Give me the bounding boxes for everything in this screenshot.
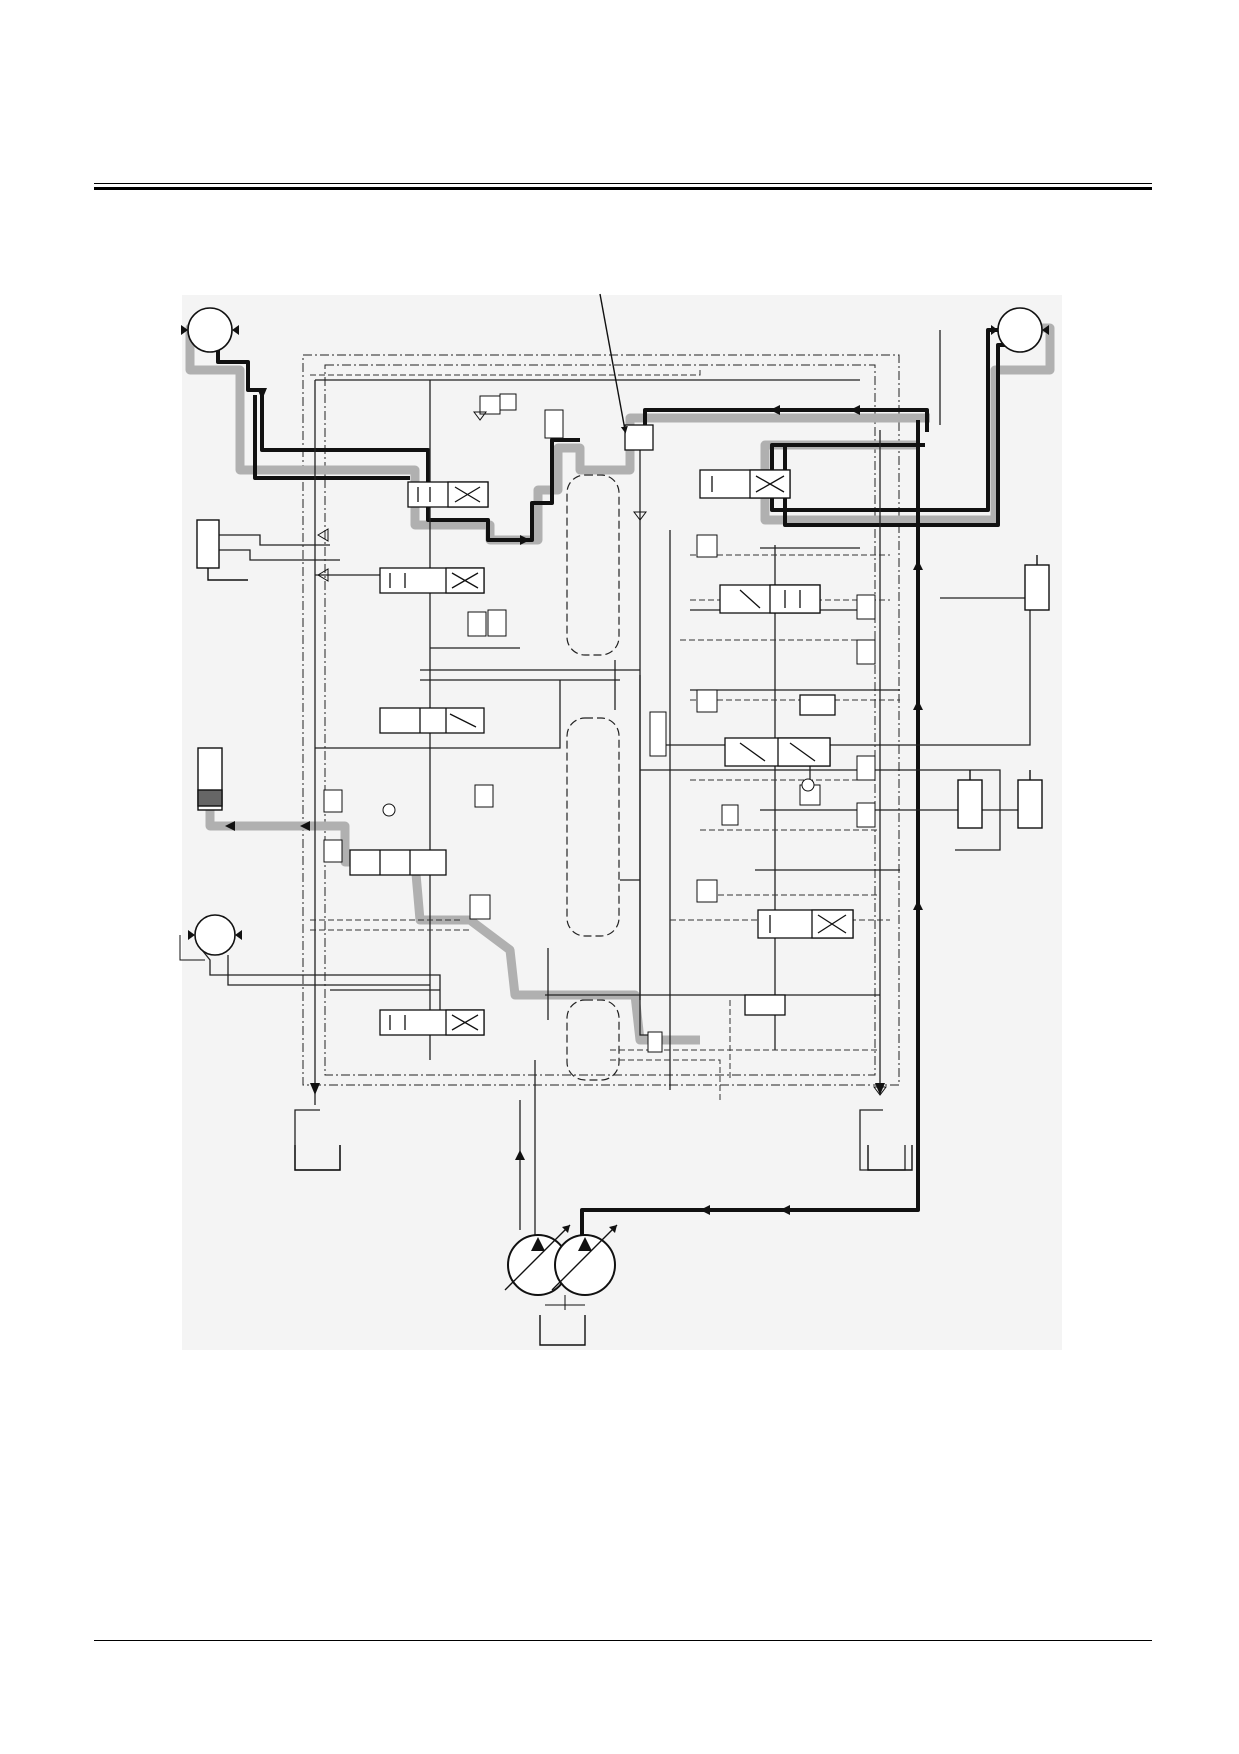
pressure-lines-highlighted: [185, 323, 1055, 1045]
relief-valves: [323, 393, 876, 1053]
solenoid-valve: [799, 694, 836, 716]
spool-boom-left: [379, 567, 485, 594]
control-valve-block-outline: [302, 354, 900, 1086]
direction-arrows: [225, 388, 923, 1215]
priority-valve: [624, 424, 654, 451]
leader-line: [599, 293, 628, 434]
arm-cylinder: [197, 747, 223, 811]
pressure-lines-bold: [216, 328, 1034, 1240]
spool-boom-right: [724, 737, 831, 767]
header-rule-thin: [94, 183, 1152, 184]
tank-right: [867, 1145, 913, 1171]
footer-rule: [94, 1640, 1152, 1641]
tank-left: [294, 1145, 341, 1171]
swing-motor: [179, 914, 242, 961]
spool-bucket: [719, 584, 821, 614]
bucket-cylinder: [196, 519, 248, 581]
spool-travel-left: [407, 481, 489, 508]
dozer-cylinder: [1024, 555, 1050, 611]
control-spools-left: [349, 481, 489, 1036]
spool-travel-right: [699, 469, 791, 499]
spool-blade: [379, 1009, 485, 1036]
right-travel-motor: [991, 307, 1049, 353]
boom-cylinder-right: [1017, 770, 1043, 829]
center-passages: [566, 474, 620, 1081]
header-rule-thick: [94, 187, 1152, 190]
control-spools-right: [624, 424, 854, 1016]
check-valves: [317, 411, 887, 1096]
left-travel-motor: [181, 307, 239, 353]
spool-option: [757, 909, 854, 939]
tanks: [294, 1145, 913, 1346]
cylinders: [196, 519, 1050, 829]
tank-pump: [539, 1315, 586, 1346]
main-pumps: [504, 1224, 618, 1310]
spool-swing: [379, 707, 485, 734]
spool-arm: [349, 849, 447, 876]
spool-straight-travel: [744, 994, 786, 1016]
boom-cylinder-left: [957, 770, 983, 829]
